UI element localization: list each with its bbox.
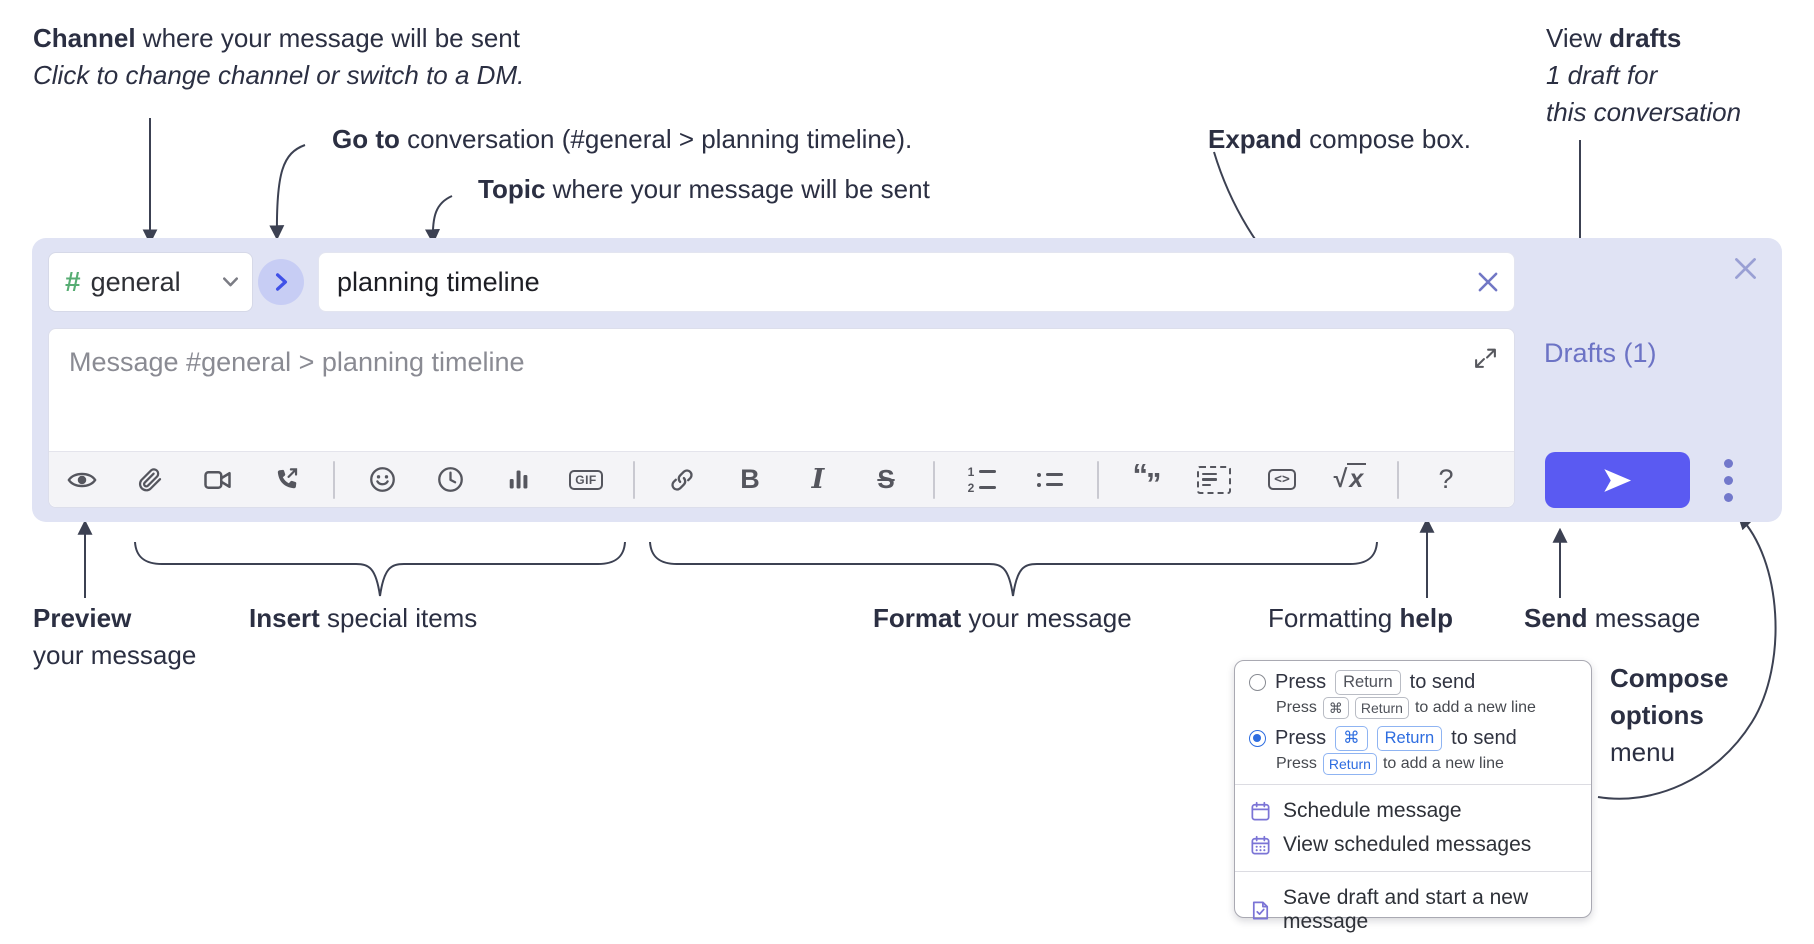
- send-plane-icon: [1604, 468, 1632, 492]
- annotation-preview: Preview your message: [33, 603, 197, 670]
- topic-connector: [425, 195, 453, 245]
- compose-box: # general: [32, 238, 1782, 522]
- channel-name: general: [90, 266, 181, 297]
- radio-unselected[interactable]: [1249, 674, 1266, 691]
- schedule-section: Schedule message View scheduled messages: [1235, 784, 1591, 871]
- draft-section: Save draft and start a new message: [1235, 871, 1591, 944]
- preview-button[interactable]: [61, 458, 103, 502]
- paperclip-icon: [138, 467, 162, 491]
- link-icon: [671, 468, 693, 491]
- option-enter-to-send[interactable]: Press Return to send: [1249, 670, 1577, 695]
- attach-file-button[interactable]: [129, 458, 171, 502]
- compose-options-menu: Press Return to send Press ⌘ Return to a…: [1234, 660, 1592, 933]
- annotation-formatting-help: Formatting help: [1268, 603, 1453, 633]
- annotation-channel: Channel where your message will be sent …: [33, 23, 525, 90]
- goto-connector: [269, 144, 306, 241]
- math-button[interactable]: √x: [1329, 458, 1371, 502]
- ellipsis-dot: [1723, 475, 1733, 485]
- toolbar-divider: [633, 460, 635, 499]
- go-to-conversation-button[interactable]: [258, 259, 304, 305]
- option-cmd-enter-to-send-subtext: Press Return to add a new line: [1276, 753, 1577, 775]
- bulleted-list-button[interactable]: [1029, 458, 1071, 502]
- menu-item-save-draft[interactable]: Save draft and start a new message: [1249, 881, 1577, 939]
- channel-selector[interactable]: # general: [48, 252, 253, 312]
- option-enter-to-send-subtext: Press ⌘ Return to add a new line: [1276, 697, 1577, 719]
- spoiler-icon: [1197, 465, 1231, 494]
- send-button[interactable]: [1545, 452, 1690, 508]
- clock-icon: [437, 467, 463, 492]
- video-camera-icon: [204, 470, 231, 489]
- math-icon: √x: [1334, 463, 1367, 494]
- bulleted-list-icon: [1037, 472, 1063, 487]
- code-button[interactable]: <>: [1261, 458, 1303, 502]
- annotation-topic: Topic where your message will be sent: [478, 174, 930, 204]
- bold-button[interactable]: B: [729, 458, 771, 502]
- ellipsis-dot: [1723, 458, 1733, 468]
- link-button[interactable]: [661, 458, 703, 502]
- topic-field-wrap: [318, 252, 1515, 312]
- annotation-compose-options: Compose options menu: [1610, 663, 1729, 767]
- code-icon: <>: [1268, 469, 1296, 490]
- format-brace: [649, 541, 1378, 597]
- smiley-icon: [369, 467, 395, 492]
- voice-call-button[interactable]: [265, 458, 307, 502]
- insert-brace: [134, 541, 626, 597]
- eye-icon: [67, 472, 97, 487]
- topic-input[interactable]: [318, 252, 1515, 312]
- annotation-goto: Go to conversation (#general > planning …: [332, 124, 913, 154]
- annotation-expand: Expand compose box.: [1208, 124, 1472, 154]
- emoji-button[interactable]: [361, 458, 403, 502]
- chevron-down-icon: [223, 277, 238, 287]
- time-button[interactable]: [429, 458, 471, 502]
- toolbar-divider: [333, 460, 335, 499]
- bar-chart-icon: [509, 470, 527, 489]
- calendar-grid-icon: [1251, 835, 1270, 855]
- option-cmd-enter-to-send[interactable]: Press ⌘ Return to send: [1249, 726, 1577, 751]
- menu-item-schedule-message[interactable]: Schedule message: [1249, 794, 1577, 828]
- ellipsis-dot: [1723, 492, 1733, 502]
- gif-icon: GIF: [569, 469, 603, 490]
- annotation-format: Format your message: [873, 603, 1132, 633]
- strikethrough-button[interactable]: S: [865, 458, 907, 502]
- menu-item-view-scheduled[interactable]: View scheduled messages: [1249, 828, 1577, 862]
- channel-hash-icon: #: [65, 266, 81, 297]
- drafts-link[interactable]: Drafts (1): [1544, 338, 1657, 368]
- italic-button[interactable]: I: [797, 458, 839, 502]
- gif-button[interactable]: GIF: [565, 458, 607, 502]
- close-compose-icon[interactable]: [1731, 254, 1760, 283]
- quote-icon: “”: [1132, 457, 1162, 501]
- phone-call-icon: [277, 467, 298, 488]
- toolbar-divider: [933, 460, 935, 499]
- formatting-help-button[interactable]: ?: [1425, 458, 1467, 502]
- send-shortcut-section: Press Return to send Press ⌘ Return to a…: [1235, 661, 1591, 784]
- compose-toolbar: GIF B I S 1 2: [49, 451, 1514, 507]
- calendar-icon: [1251, 801, 1270, 821]
- expand-compose-icon[interactable]: [1473, 345, 1498, 370]
- message-box: GIF B I S 1 2: [48, 328, 1515, 508]
- annotation-view-drafts: View drafts 1 draft for this conversatio…: [1546, 23, 1742, 127]
- poll-button[interactable]: [497, 458, 539, 502]
- numbered-list-icon: 1 2: [968, 466, 997, 494]
- clear-topic-icon[interactable]: [1475, 269, 1501, 295]
- annotation-send: Send message: [1524, 603, 1701, 633]
- compose-options-button[interactable]: [1708, 456, 1748, 504]
- annotation-insert: Insert special items: [249, 603, 478, 633]
- bold-icon: B: [740, 464, 760, 494]
- radio-selected[interactable]: [1249, 730, 1266, 747]
- message-input[interactable]: [49, 329, 1514, 447]
- numbered-list-button[interactable]: 1 2: [961, 458, 1003, 502]
- video-call-button[interactable]: [197, 458, 239, 502]
- italic-icon: I: [811, 464, 825, 495]
- toolbar-divider: [1397, 460, 1399, 499]
- quote-button[interactable]: “”: [1125, 457, 1167, 502]
- chevron-right-icon: [275, 273, 287, 291]
- toolbar-divider: [1097, 460, 1099, 499]
- strikethrough-icon: S: [877, 464, 895, 494]
- save-draft-icon: [1252, 900, 1269, 920]
- question-mark-icon: ?: [1438, 464, 1454, 494]
- spoiler-button[interactable]: [1193, 458, 1235, 502]
